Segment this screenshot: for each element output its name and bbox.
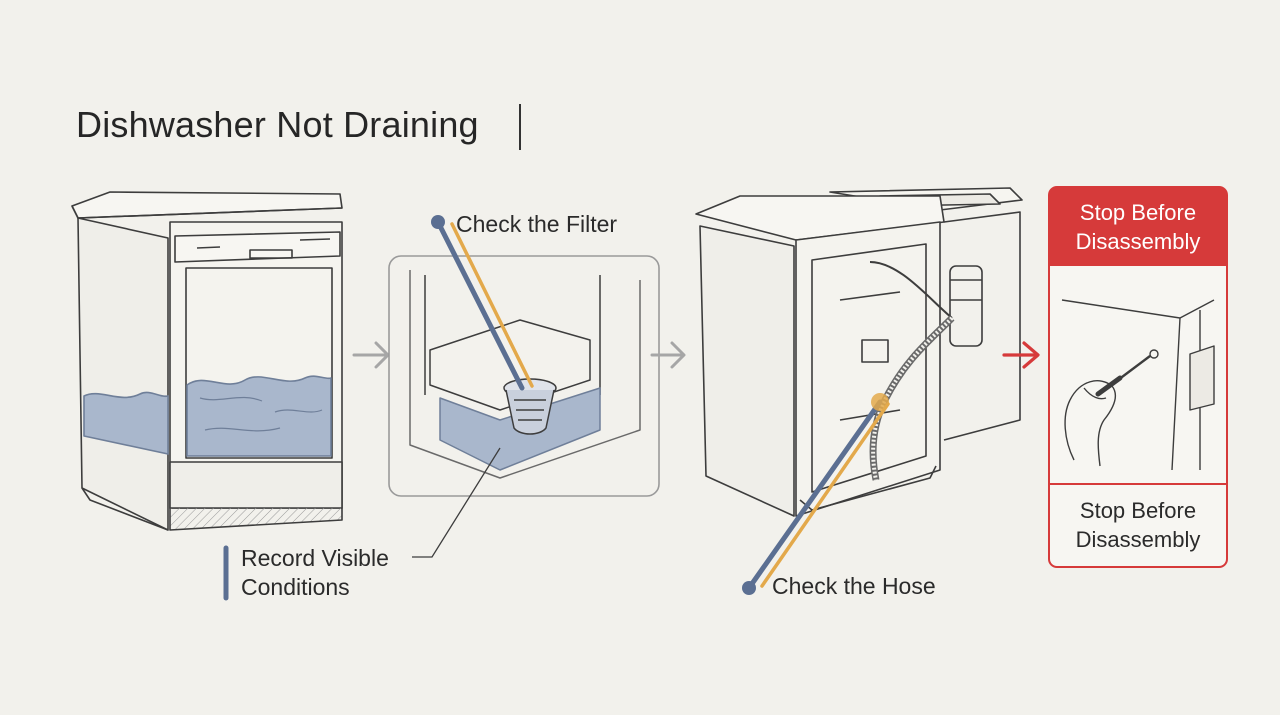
- check-hose-label: Check the Hose: [772, 573, 936, 599]
- arrow-right-icon: [650, 341, 686, 369]
- hose-pointer: [742, 393, 890, 595]
- record-pointer: [223, 447, 501, 601]
- check-filter-label: Check the Filter: [456, 211, 618, 237]
- arrow-right-red-icon: [1002, 341, 1040, 369]
- stop-card: [1048, 186, 1228, 568]
- stop-card-header: Stop Before Disassembly: [1075, 200, 1201, 254]
- dishwasher-front-illustration: [71, 191, 343, 531]
- record-conditions-label: Record Visible Conditions: [241, 545, 389, 600]
- stop-card-footer: Stop Before Disassembly: [1075, 498, 1201, 552]
- arrow-right-icon: [352, 341, 390, 369]
- screwdriver-hand-icon: [1061, 299, 1215, 471]
- text-cursor: [519, 104, 521, 150]
- page-title: Dishwasher Not Draining: [76, 104, 479, 145]
- dishwasher-rear-illustration: [695, 187, 1023, 517]
- filter-inset-panel: [388, 255, 660, 497]
- filter-pointer: [431, 215, 534, 391]
